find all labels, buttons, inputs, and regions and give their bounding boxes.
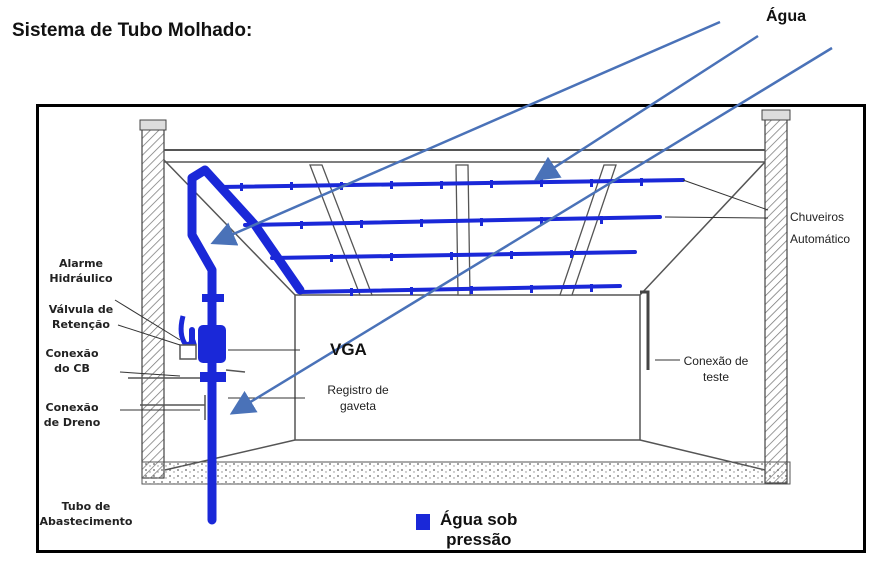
page-title: Sistema de Tubo Molhado: xyxy=(12,20,253,41)
sprinkler-heads xyxy=(240,178,643,296)
label-vga: VGA xyxy=(330,340,367,359)
sprinkler-branches xyxy=(218,178,685,294)
water-label: Água xyxy=(766,8,806,25)
right-column xyxy=(764,117,788,484)
floor-slab xyxy=(141,461,791,485)
left-column xyxy=(141,127,165,479)
legend-swatch xyxy=(416,514,430,530)
water-arrows xyxy=(210,20,833,415)
valve-body xyxy=(198,325,226,363)
